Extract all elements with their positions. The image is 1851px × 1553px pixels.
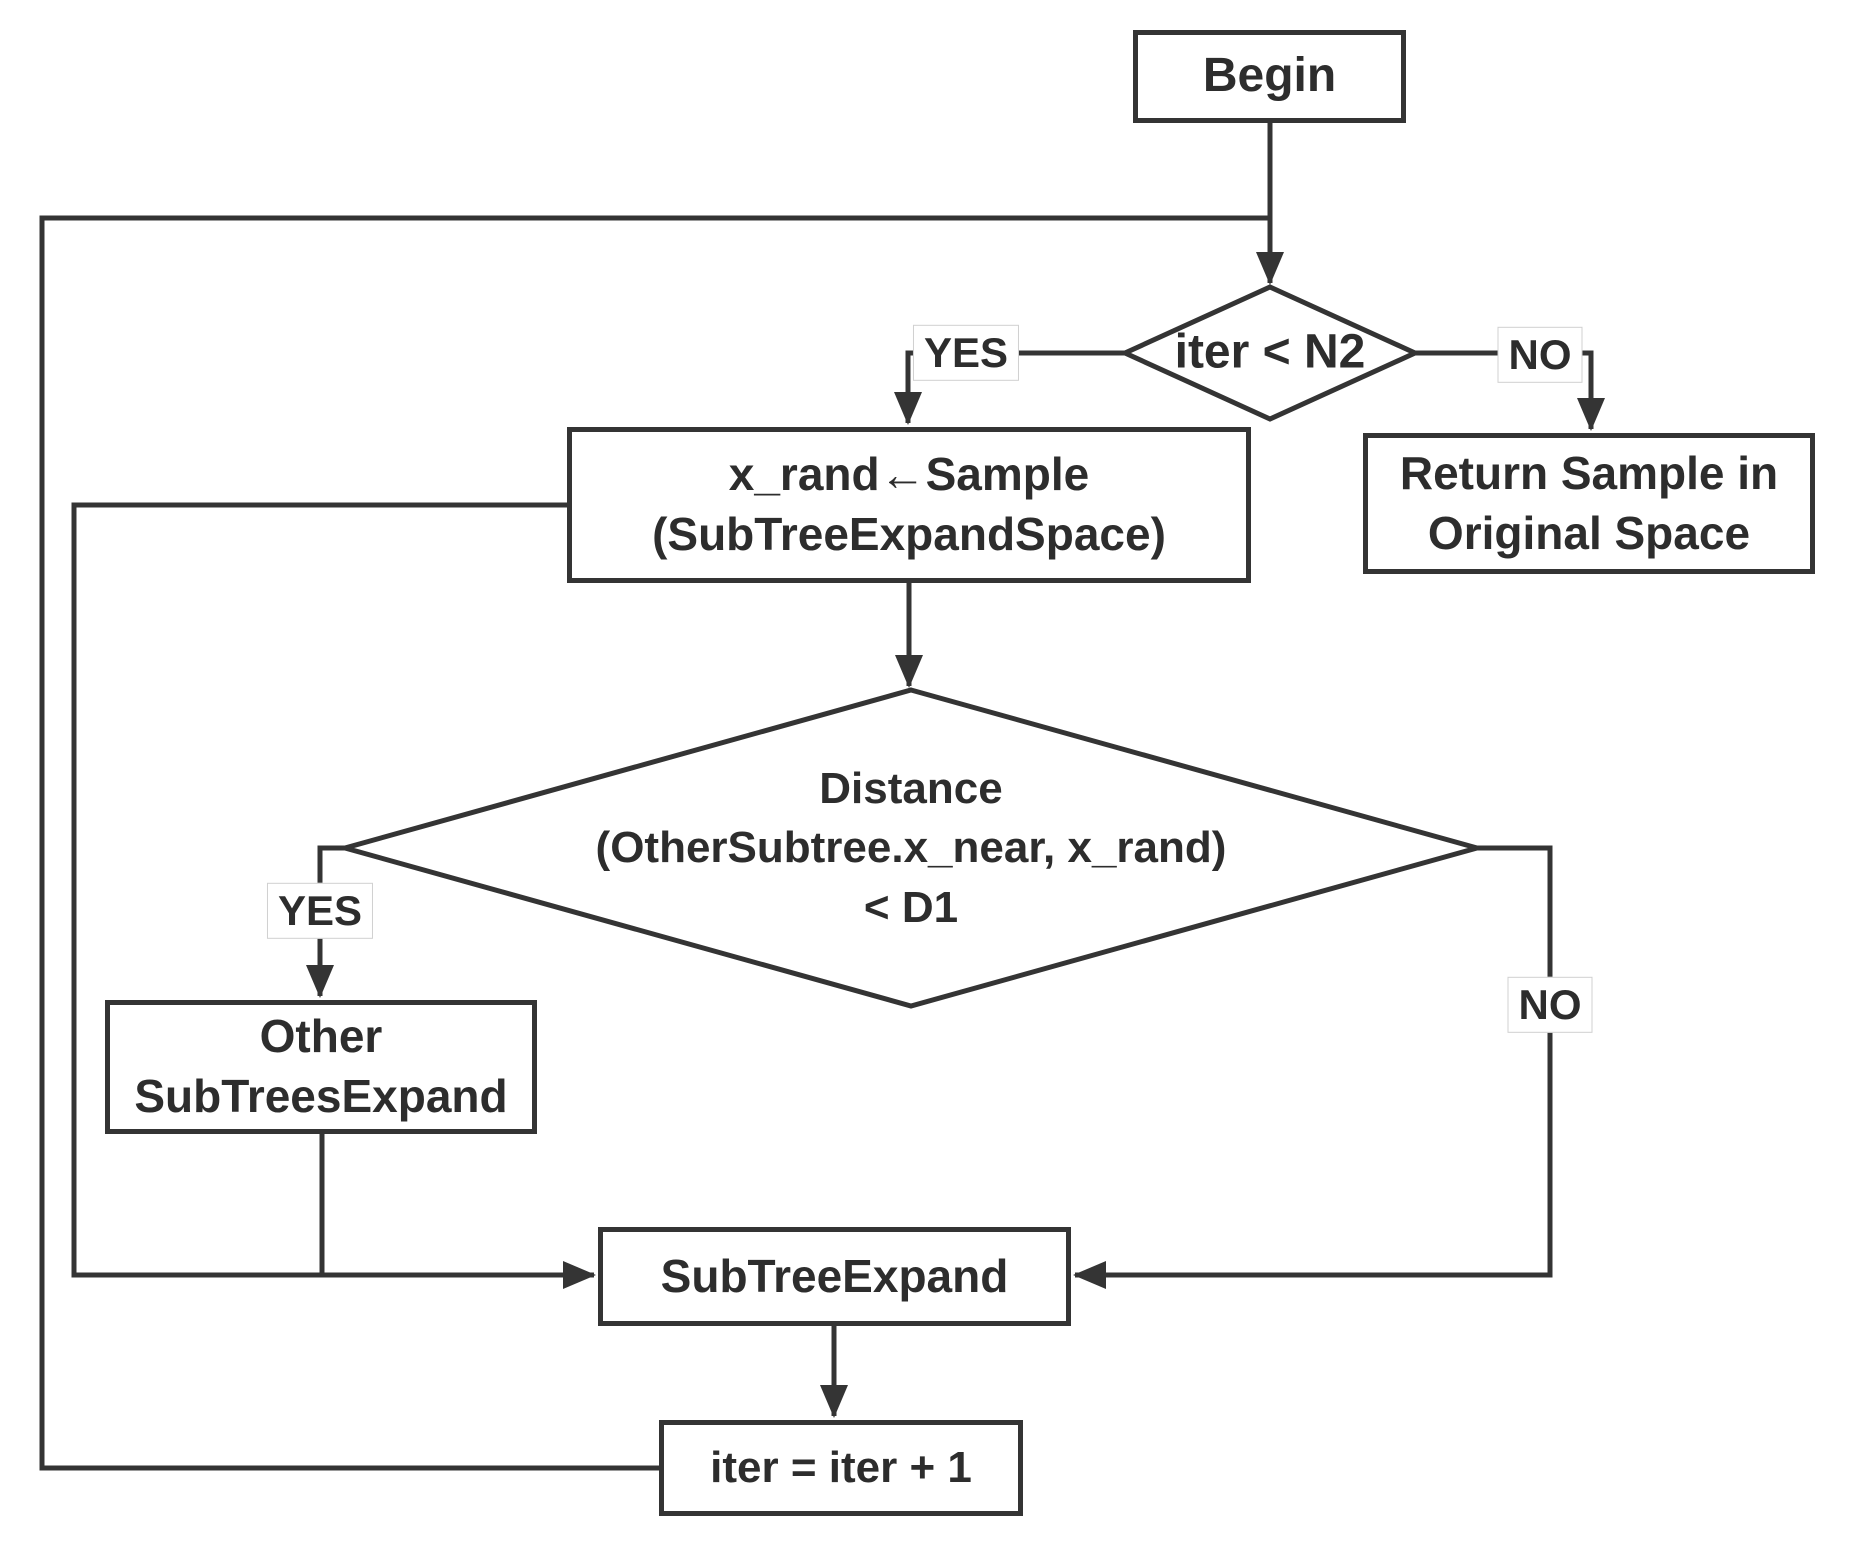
subtree-expand-node: SubTreeExpand — [598, 1227, 1071, 1326]
no-label-top: NO — [1497, 326, 1583, 384]
return-sample-node: Return Sample in Original Space — [1363, 433, 1815, 574]
iter-increment-node: iter = iter + 1 — [659, 1420, 1023, 1516]
yes-label-top: YES — [912, 324, 1020, 382]
begin-node: Begin — [1133, 30, 1406, 123]
distance-check-label: Distance (OtherSubtree.x_near, x_rand) <… — [595, 763, 1227, 932]
distance-check-diamond — [335, 687, 1487, 1009]
edge-sample-to-subtreeexpand — [71, 502, 596, 1289]
iter-check-label: iter < N2 — [1174, 325, 1366, 379]
yes-label-left: YES — [266, 882, 374, 940]
edge-yes-to-sample — [894, 350, 1125, 425]
iter-check-diamond — [1118, 284, 1422, 422]
no-label-right: NO — [1507, 976, 1593, 1034]
edge-iterinc-loopback — [39, 215, 1268, 1471]
sample-node: x_rand←Sample (SubTreeExpandSpace) — [567, 427, 1251, 583]
edge-no-to-return — [1415, 350, 1605, 431]
edge-no-to-subtreeexpand — [1073, 845, 1553, 1289]
other-subtrees-expand-node: Other SubTreesExpand — [105, 1000, 537, 1134]
